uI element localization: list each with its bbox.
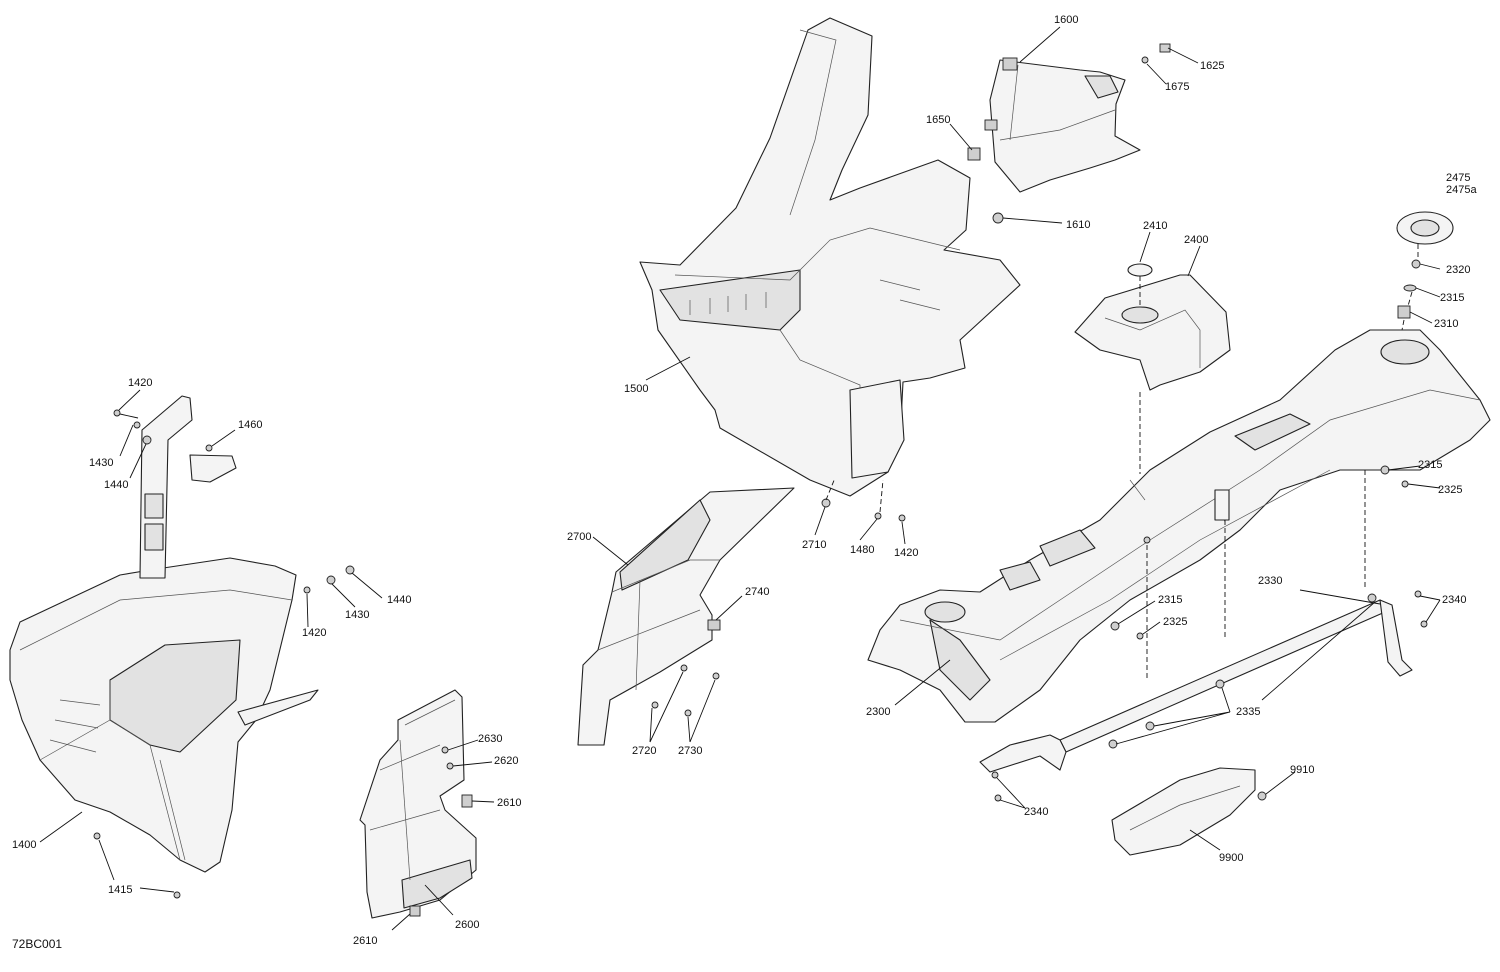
callout-2710: 2710 — [802, 539, 826, 551]
callout-2340-right: 2340 — [1442, 594, 1466, 606]
part-1460-upright-bracket — [139, 395, 237, 579]
callout-2475: 2475 — [1446, 172, 1470, 184]
part-1400-front-panel — [9, 557, 319, 873]
callout-2325-right: 2325 — [1438, 484, 1462, 496]
part-2330-support-bar — [979, 589, 1441, 809]
callout-2400: 2400 — [1184, 234, 1208, 246]
callout-1430-right: 1430 — [345, 609, 369, 621]
fasteners-2300-group — [894, 465, 1441, 706]
callout-2620: 2620 — [494, 755, 518, 767]
part-9900-skid-plate — [1111, 767, 1296, 856]
callout-2610-bottom: 2610 — [353, 935, 377, 947]
callout-2315-right: 2315 — [1418, 459, 1442, 471]
callout-2600: 2600 — [455, 919, 479, 931]
callout-1420-mid: 1420 — [302, 627, 326, 639]
part-1600-top-cover — [949, 26, 1199, 224]
callout-2335: 2335 — [1236, 706, 1260, 718]
callout-1625: 1625 — [1200, 60, 1224, 72]
callout-2720: 2720 — [632, 745, 656, 757]
callout-1480: 1480 — [850, 544, 874, 556]
callout-2700: 2700 — [567, 531, 591, 543]
diagram-code: 72BC001 — [12, 937, 62, 951]
part-2700-inner-panel — [577, 487, 795, 746]
callout-2315-mid: 2315 — [1158, 594, 1182, 606]
callout-9910: 9910 — [1290, 764, 1314, 776]
callout-1440-left: 1440 — [104, 479, 128, 491]
callout-9900: 9900 — [1219, 852, 1243, 864]
callout-2410: 2410 — [1143, 220, 1167, 232]
callout-2315-top: 2315 — [1440, 292, 1464, 304]
part-2600-side-deflector — [359, 689, 477, 919]
part-2300-main-tub — [867, 329, 1491, 723]
callout-2475a: 2475a — [1446, 184, 1477, 196]
callout-2610-top: 2610 — [497, 797, 521, 809]
callout-1610: 1610 — [1066, 219, 1090, 231]
callout-2730: 2730 — [678, 745, 702, 757]
callout-1400: 1400 — [12, 839, 36, 851]
callout-2340-left: 2340 — [1024, 806, 1048, 818]
callout-1500: 1500 — [624, 383, 648, 395]
callout-labels: 1420 1460 1430 1440 1440 1430 1420 1400 … — [12, 14, 1477, 951]
callout-1600: 1600 — [1054, 14, 1078, 26]
callout-2630: 2630 — [478, 733, 502, 745]
fasteners-1500-group — [645, 356, 906, 545]
fasteners-1400-group — [93, 409, 355, 899]
callout-2330: 2330 — [1258, 575, 1282, 587]
callout-1420-right: 1420 — [894, 547, 918, 559]
callout-2320: 2320 — [1446, 264, 1470, 276]
part-2475-cap-ring — [1396, 211, 1454, 341]
callout-1430-left: 1430 — [89, 457, 113, 469]
callout-1420-top: 1420 — [128, 377, 152, 389]
fasteners-2600-group — [391, 739, 495, 931]
callout-2740: 2740 — [745, 586, 769, 598]
fasteners-2700-group — [592, 536, 743, 743]
callout-2325-mid: 2325 — [1163, 616, 1187, 628]
callout-1675: 1675 — [1165, 81, 1189, 93]
part-1500-upper-frame — [639, 17, 1021, 497]
callout-1415: 1415 — [108, 884, 132, 896]
callout-1460: 1460 — [238, 419, 262, 431]
callout-1440-right: 1440 — [387, 594, 411, 606]
leaders-1400-group — [39, 389, 383, 893]
callout-2300: 2300 — [866, 706, 890, 718]
callout-2310: 2310 — [1434, 318, 1458, 330]
part-2400-tank-cover — [1074, 231, 1231, 474]
callout-1650: 1650 — [926, 114, 950, 126]
